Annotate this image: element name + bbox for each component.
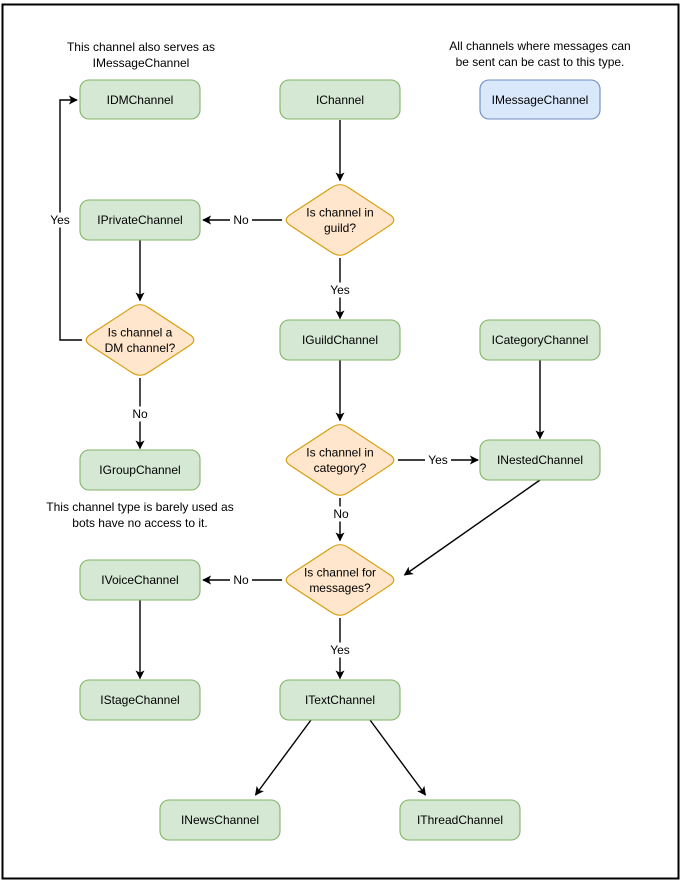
node-iguildchannel-label: IGuildChannel [302, 333, 378, 347]
edge-itextchannel-to-inewschannel [254, 719, 312, 796]
edge-label-no-category-messages: No [330, 506, 352, 522]
svg-text:No: No [233, 573, 249, 587]
decision-is-channel-in-guild: Is channel in guild? [285, 184, 395, 256]
note-group-channel: This channel type is barely used as bots… [46, 500, 233, 530]
svg-text:Yes: Yes [428, 453, 448, 467]
node-ichannel: IChannel [279, 79, 401, 120]
svg-text:category?: category? [314, 461, 367, 475]
node-ithreadchannel-label: IThreadChannel [417, 813, 503, 827]
svg-text:Is channel in: Is channel in [306, 206, 373, 220]
note-dm-channel-line1: This channel also serves as [67, 40, 215, 54]
edge-label-no-messages-ivoice: No [230, 572, 252, 588]
node-ichannel-label: IChannel [316, 93, 364, 107]
edge-label-bg [47, 212, 73, 228]
diagram-border [1, 3, 680, 880]
node-ithreadchannel: IThreadChannel [399, 799, 521, 841]
edge-label-bg [330, 506, 352, 522]
node-inewschannel: INewsChannel [159, 799, 281, 841]
svg-text:guild?: guild? [324, 221, 356, 235]
edge-label-yes-dm-idm: Yes [47, 212, 73, 228]
svg-text:No: No [132, 407, 148, 421]
edge-label-bg [230, 212, 252, 228]
edge-label-no-dm-igroup: No [129, 406, 151, 422]
node-idmchannel-label: IDMChannel [107, 93, 174, 107]
svg-text:Is channel a: Is channel a [108, 326, 173, 340]
decision-diamond [285, 544, 395, 616]
svg-text:Is channel in: Is channel in [306, 446, 373, 460]
note-dm-channel-line2: IMessageChannel [93, 56, 190, 70]
node-imessagechannel-label: IMessageChannel [492, 93, 589, 107]
note-message-channel-line1: All channels where messages can [449, 39, 630, 53]
edge-label-bg [129, 406, 151, 422]
edge-label-bg [327, 282, 353, 298]
decision-diamond [85, 304, 195, 376]
edge-label-bg [230, 572, 252, 588]
edge-label-bg [327, 642, 353, 658]
decision-is-channel-in-category: Is channel in category? [285, 424, 395, 496]
node-istagechannel: IStageChannel [79, 679, 201, 721]
svg-text:messages?: messages? [309, 581, 371, 595]
node-itextchannel: ITextChannel [279, 679, 401, 721]
svg-text:Yes: Yes [330, 643, 350, 657]
note-message-channel-line2: be sent can be cast to this type. [456, 55, 625, 69]
svg-text:Yes: Yes [50, 213, 70, 227]
node-istagechannel-label: IStageChannel [100, 693, 179, 707]
decision-is-channel-for-messages: Is channel for messages? [285, 544, 395, 616]
edge-label-yes-category-inested: Yes [425, 452, 451, 468]
node-ivoicechannel: IVoiceChannel [79, 559, 201, 601]
node-igroupchannel: IGroupChannel [79, 449, 201, 491]
nodes: IDMChannel IChannel IMessageChannel IPri… [79, 79, 601, 841]
node-iguildchannel: IGuildChannel [279, 319, 401, 361]
node-inestedchannel: INestedChannel [479, 439, 601, 481]
node-itextchannel-label: ITextChannel [305, 693, 375, 707]
node-iprivatechannel-label: IPrivateChannel [97, 213, 182, 227]
svg-text:Yes: Yes [330, 283, 350, 297]
decisions: Is channel in guild? Is channel a DM cha… [85, 184, 395, 616]
node-imessagechannel: IMessageChannel [479, 79, 601, 120]
edge-label-no-guild-private: No [230, 212, 252, 228]
decision-diamond [285, 424, 395, 496]
svg-text:DM channel?: DM channel? [105, 341, 176, 355]
edge-itextchannel-to-ithreadchannel [369, 719, 427, 796]
decision-diamond [285, 184, 395, 256]
edge-label-bg [425, 452, 451, 468]
node-igroupchannel-label: IGroupChannel [99, 463, 180, 477]
svg-text:No: No [333, 507, 349, 521]
svg-text:No: No [233, 213, 249, 227]
note-message-channel: All channels where messages can be sent … [449, 39, 630, 69]
edge-labels: No Yes Yes No Yes No No Yes [47, 212, 451, 658]
note-group-channel-line2: bots have no access to it. [72, 516, 207, 530]
node-icategorychannel: ICategoryChannel [479, 319, 601, 361]
edge-label-yes-guild-iguild: Yes [327, 282, 353, 298]
node-inestedchannel-label: INestedChannel [497, 453, 583, 467]
node-ivoicechannel-label: IVoiceChannel [101, 573, 178, 587]
edge-inestedchannel-to-messages-decision [403, 479, 541, 576]
note-dm-channel: This channel also serves as IMessageChan… [67, 40, 215, 70]
note-group-channel-line1: This channel type is barely used as [46, 500, 233, 514]
node-iprivatechannel: IPrivateChannel [79, 199, 201, 241]
node-idmchannel: IDMChannel [79, 79, 201, 120]
edge-label-yes-messages-itext: Yes [327, 642, 353, 658]
node-inewschannel-label: INewsChannel [181, 813, 259, 827]
decision-is-channel-a-dm: Is channel a DM channel? [85, 304, 195, 376]
svg-text:Is channel for: Is channel for [304, 566, 376, 580]
node-icategorychannel-label: ICategoryChannel [492, 333, 589, 347]
